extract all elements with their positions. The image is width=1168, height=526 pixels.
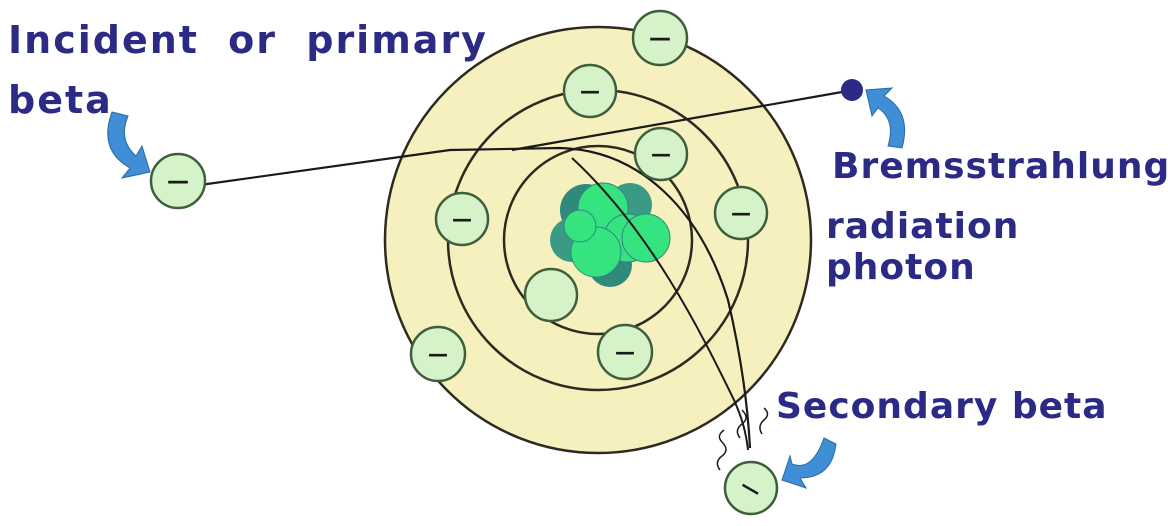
scatter-mark — [717, 430, 726, 470]
bremsstrahlung-photon — [841, 79, 863, 101]
electron-sign: — — [452, 207, 472, 231]
nucleon — [564, 210, 596, 242]
electron-orbit1-top: — — [635, 128, 687, 180]
electron-sign: — — [580, 79, 600, 103]
incident-arrow-icon — [108, 112, 150, 178]
electron-outer-top: — — [633, 11, 687, 65]
secondary-arrow-icon — [782, 438, 836, 488]
incident-beta-label-line2: beta — [8, 78, 113, 122]
electron-sign: — — [615, 340, 635, 364]
electron-orbit2-bottom: — — [598, 325, 652, 379]
bremsstrahlung-label-line2: radiation photon — [826, 206, 1168, 288]
electron-incident: — — [151, 154, 205, 208]
bremsstrahlung-label-line1: Bremsstrahlung — [832, 146, 1168, 187]
electron-outer-bottom-left: — — [411, 327, 465, 381]
bremsstrahlung-arrow-icon — [866, 88, 905, 148]
electron-sign: — — [649, 26, 671, 51]
scatter-mark — [760, 408, 768, 434]
electron-sign: — — [428, 342, 448, 366]
electron — [525, 269, 577, 321]
electron-orbit2-left: — — [436, 193, 488, 245]
electron-sign: — — [651, 142, 671, 166]
electron-orbit2-right: — — [715, 187, 767, 239]
secondary-beta-label: Secondary beta — [776, 386, 1108, 427]
electron-secondary: — — [725, 462, 777, 514]
electron-orbit1-bottom-left — [525, 269, 577, 321]
electron-sign: — — [167, 169, 189, 194]
incident-beta-label-line1: Incident or primary — [8, 18, 488, 62]
electron-orbit2-top: — — [564, 65, 616, 117]
electron-sign: — — [731, 201, 751, 225]
